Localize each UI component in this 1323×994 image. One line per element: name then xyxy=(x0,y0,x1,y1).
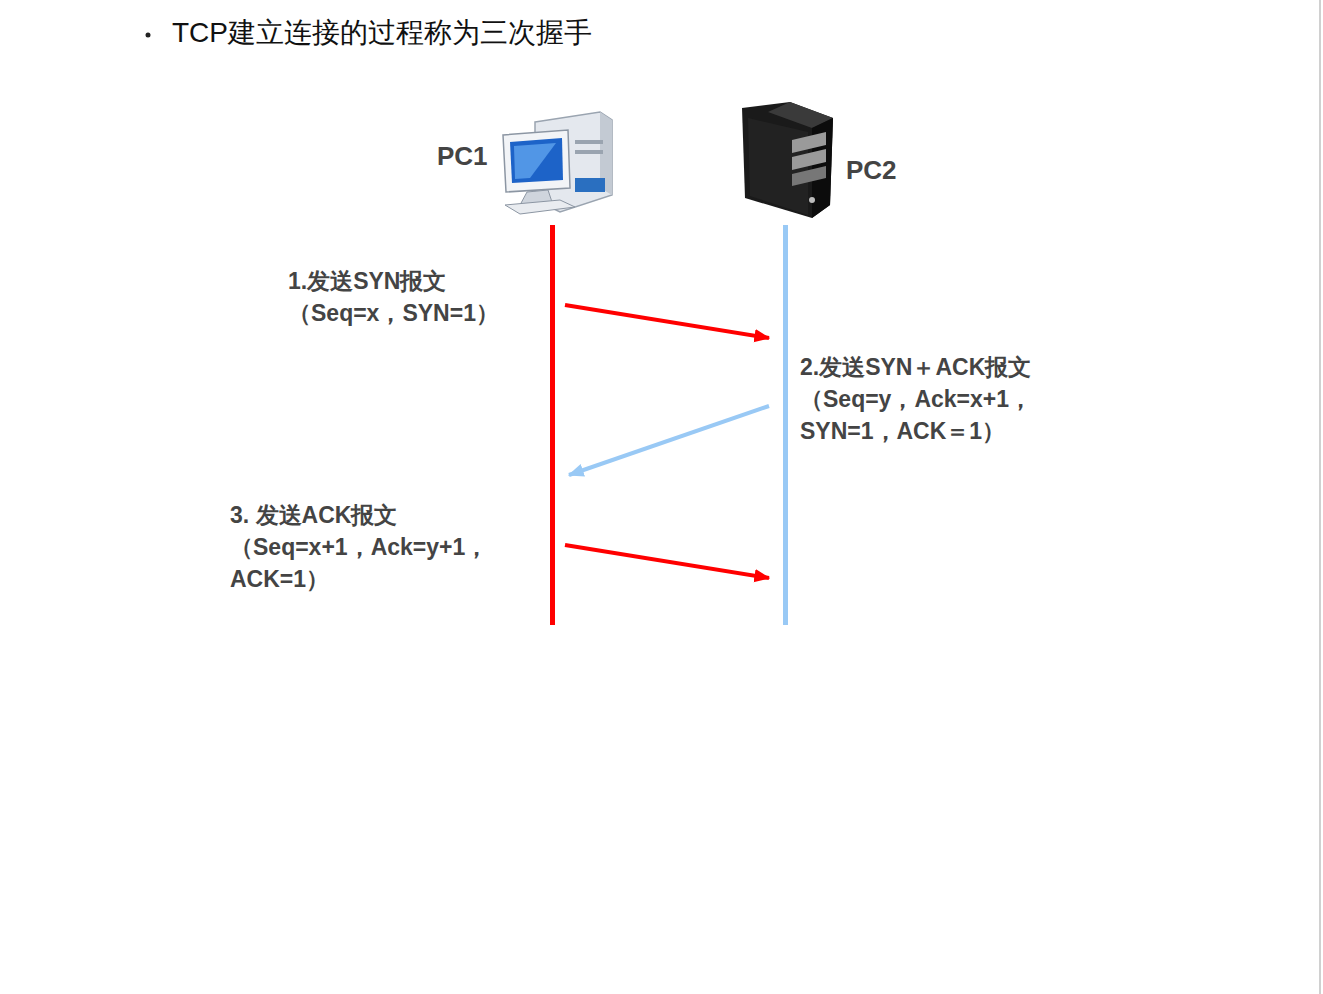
message-arrow xyxy=(569,406,769,475)
host-name: PC1 xyxy=(437,141,488,172)
bullet xyxy=(146,33,151,38)
message-label: 2.发送SYN＋ACK报文 （Seq=y，Ack=x+1， SYN=1，ACK＝… xyxy=(800,351,1090,447)
lifeline: PC1 xyxy=(550,225,555,625)
host-name: PC2 xyxy=(846,155,897,186)
message-arrow xyxy=(565,305,769,338)
lifeline: PC2 xyxy=(783,225,788,625)
message-arrow xyxy=(565,545,769,578)
slide-title: TCP建立连接的过程称为三次握手 xyxy=(172,14,592,52)
page-edge xyxy=(1319,0,1321,994)
server-icon xyxy=(742,102,833,218)
pc-icon xyxy=(503,112,612,214)
message-label: 3. 发送ACK报文 （Seq=x+1，Ack=y+1， ACK=1） xyxy=(230,499,518,595)
message-label: 1.发送SYN报文 （Seq=x，SYN=1） xyxy=(288,265,550,329)
